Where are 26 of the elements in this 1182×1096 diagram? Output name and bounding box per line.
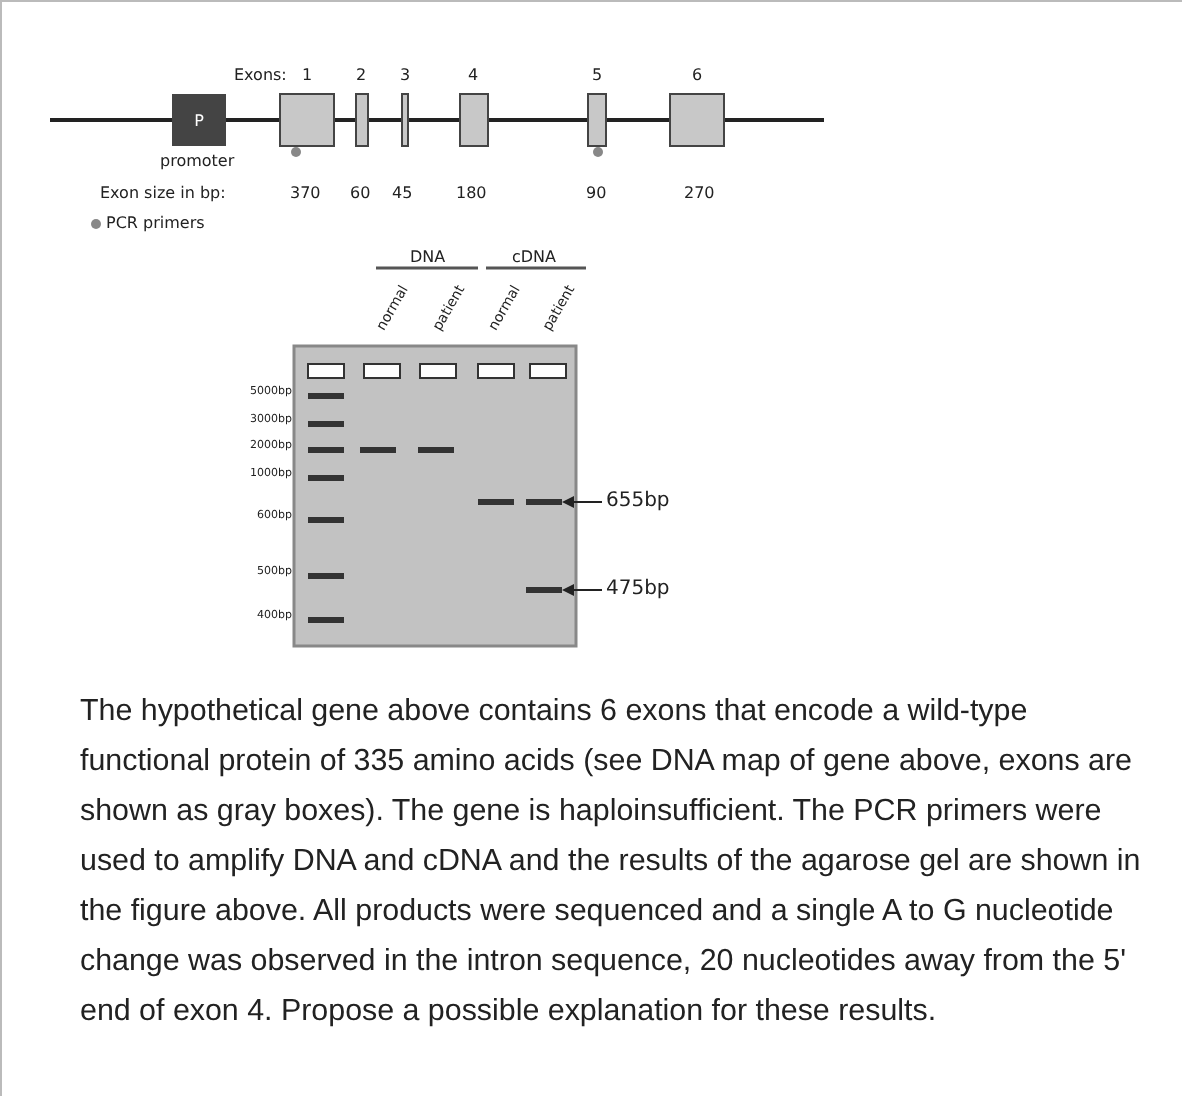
leader-line <box>562 496 603 508</box>
legend-text: PCR primers <box>106 214 205 232</box>
caption-paragraph: The hypothetical gene above contains 6 exons that encode a wild-type functional protein of 335 amino acids (see DNA map of gene above, exons are shown as gray boxes). The gene is haploinsufficient. The PCR primers were used to amplify DNA and cDNA and the results of the agarose gel are shown in the figure above. All products were sequenced and a single A to G nucleotide change was observed in the intron sequence, 20 nucleotides away from the 5' end of exon 4. Propose a possible explanation for these results. <box>80 692 1143 1032</box>
exon-size: 180 <box>456 184 487 202</box>
exon-size: 60 <box>350 184 371 202</box>
promoter-box: P <box>172 94 226 146</box>
exon-number: 1 <box>302 66 313 84</box>
exon-number: 4 <box>468 66 479 84</box>
exon-size: 370 <box>290 184 321 202</box>
exon-size: 45 <box>392 184 413 202</box>
lane-group-label: cDNA <box>512 248 557 266</box>
exon-size: 270 <box>684 184 715 202</box>
axis-title: Exon size in bp: <box>100 184 226 202</box>
band-size-label: 475bp <box>606 578 670 600</box>
gel-band <box>526 499 562 505</box>
exon-size: 90 <box>586 184 607 202</box>
exon-heading: Exons: <box>234 66 287 84</box>
leader-line <box>562 584 603 596</box>
lane-group-label: DNA <box>410 248 446 266</box>
exon-number: 6 <box>692 66 703 84</box>
exon-number: 2 <box>356 66 367 84</box>
exon-number: 5 <box>592 66 603 84</box>
exon-number: 3 <box>400 66 411 84</box>
gel-band <box>526 587 562 593</box>
promoter-caption: promoter <box>160 152 235 170</box>
band-size-label: 655bp <box>606 490 670 512</box>
